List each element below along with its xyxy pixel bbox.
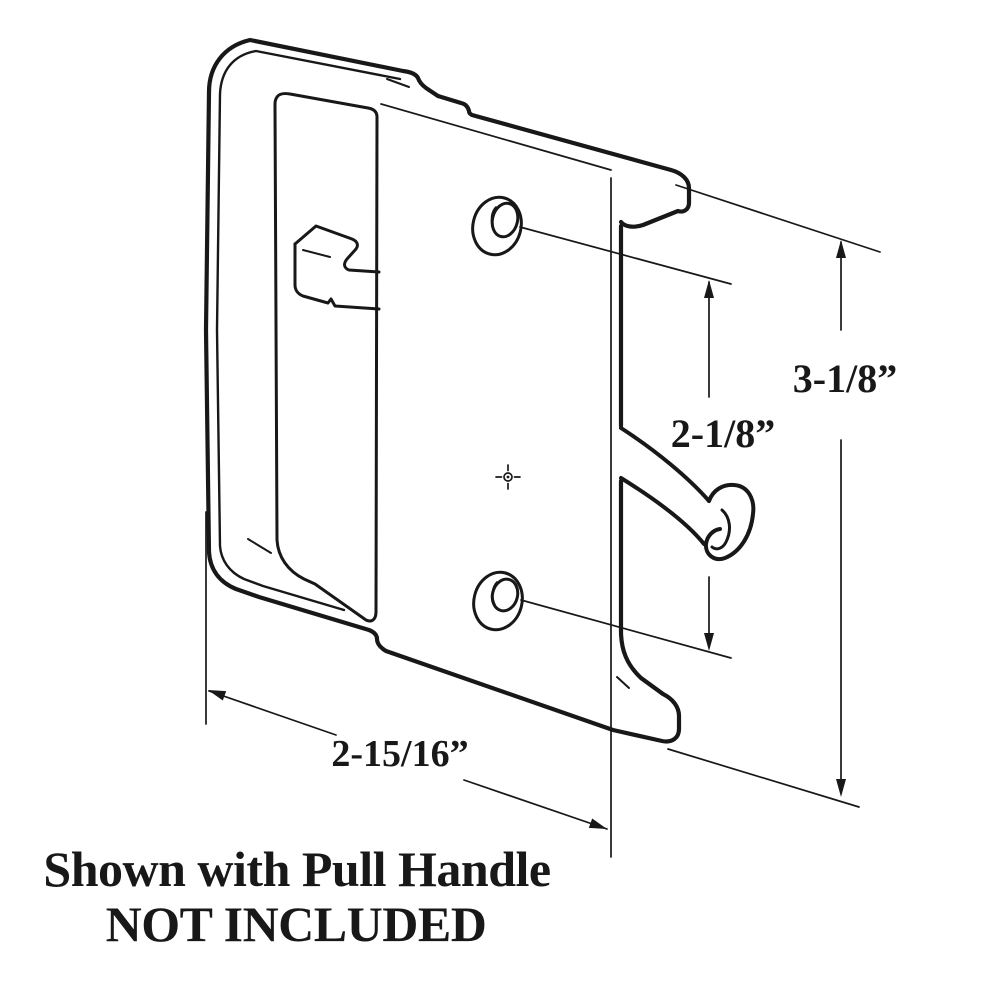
arrowhead-height-up xyxy=(836,240,846,258)
plate-fold-line xyxy=(380,103,612,171)
arrowhead-holes-down xyxy=(704,633,714,651)
caption-line-1: Shown with Pull Handle xyxy=(43,841,550,897)
center-mark-ticks xyxy=(495,464,521,490)
ext-line-height-top xyxy=(675,184,881,253)
screw-hole-top-inner xyxy=(490,201,520,239)
screw-hole-top-outer xyxy=(471,195,523,257)
dimension-label-bottom-width: 2-15/16” xyxy=(331,733,468,775)
screw-hole-bottom xyxy=(472,570,524,632)
ext-line-holes-bottom xyxy=(520,599,732,659)
plate-top-edge xyxy=(435,93,692,229)
handle-edge-thickness-line xyxy=(215,49,402,612)
arrowhead-holes-up xyxy=(704,280,714,298)
ext-line-height-bottom xyxy=(667,748,860,808)
handle-corner-tick-bottom xyxy=(247,538,272,554)
plate-bottom-edge-and-flange xyxy=(383,628,682,744)
dimension-hole-spacing xyxy=(519,226,732,659)
hook-upper-edge xyxy=(619,426,711,503)
screw-hole-bottom-highlight xyxy=(491,581,498,606)
dimension-label-hole-spacing: 2-1/8” xyxy=(671,411,775,456)
arrowhead-width-right xyxy=(588,818,607,829)
handle-corner-tick-top xyxy=(386,78,410,88)
caption-line-2: NOT INCLUDED xyxy=(106,896,487,952)
center-mark-dot xyxy=(506,475,510,479)
latch-keeper-bracket-top xyxy=(293,224,381,274)
arrowhead-width-left xyxy=(208,690,227,701)
arrowhead-height-down xyxy=(836,779,846,797)
latch-keeper-bracket-tick xyxy=(302,249,331,258)
grip-opening xyxy=(273,92,379,623)
hook-lower-edge xyxy=(619,476,706,546)
ext-line-holes-top xyxy=(519,226,732,285)
hook-inner-curl xyxy=(710,508,731,551)
screw-hole-bottom-outer xyxy=(472,570,524,632)
dimension-overall-height xyxy=(667,184,881,808)
handle-outline-top xyxy=(206,37,441,99)
latch-keeper-bracket-front xyxy=(293,242,381,311)
hook-head-outline xyxy=(703,482,756,561)
dimension-bottom-width xyxy=(205,511,608,830)
center-mark xyxy=(495,464,521,490)
screw-hole-top-highlight xyxy=(490,206,497,231)
pull-handle xyxy=(203,37,441,654)
dim-line-width xyxy=(208,690,608,830)
flange-corner-tick xyxy=(616,676,630,689)
handle-outline-left-bottom xyxy=(203,89,389,654)
hook-latch xyxy=(619,426,756,561)
mounting-plate xyxy=(380,93,692,858)
center-mark-circle xyxy=(503,472,513,482)
dimension-label-overall-height: 3-1/8” xyxy=(793,356,897,401)
screw-hole-top xyxy=(471,195,523,257)
